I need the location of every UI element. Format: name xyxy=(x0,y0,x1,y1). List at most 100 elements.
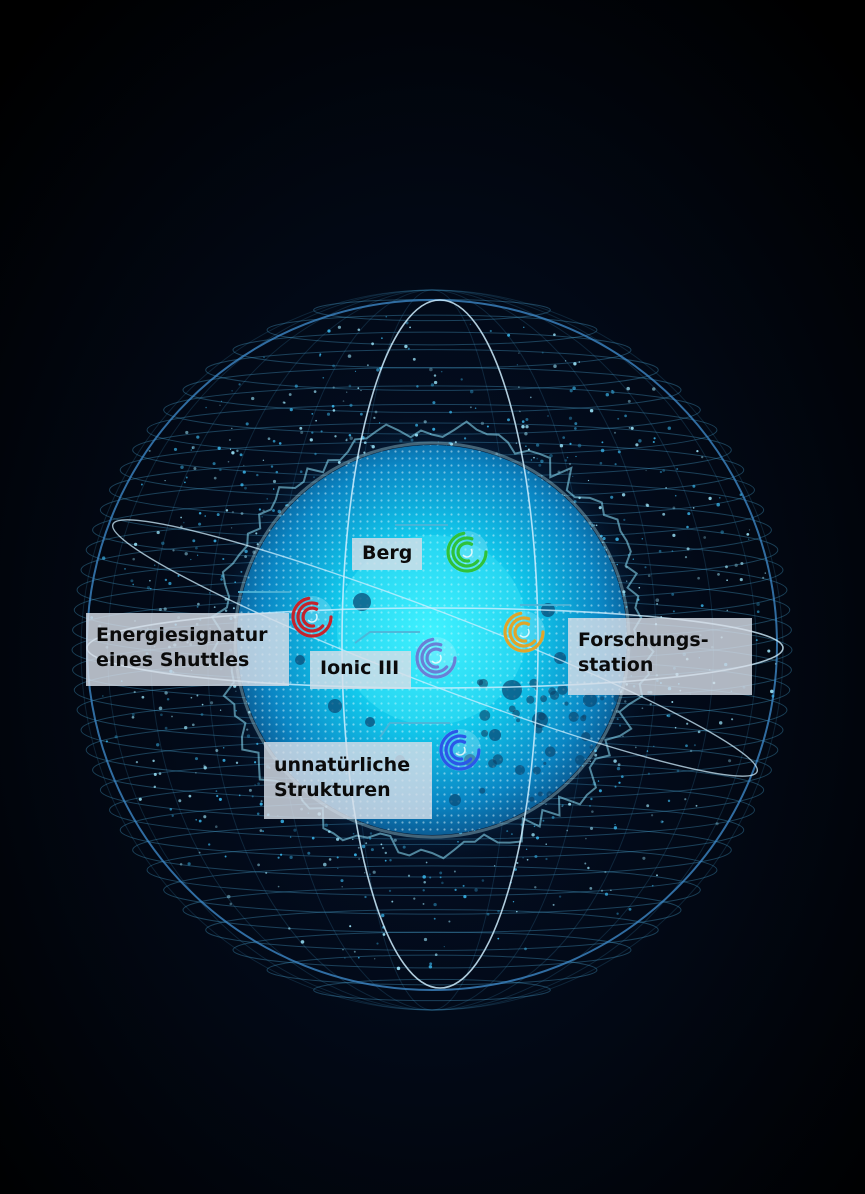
particle xyxy=(220,400,223,402)
particle xyxy=(739,578,743,582)
particle xyxy=(667,799,671,803)
particle xyxy=(314,452,317,456)
particle xyxy=(309,438,313,442)
particle xyxy=(429,962,433,966)
particle xyxy=(632,558,635,560)
particle xyxy=(153,564,156,566)
swirl-marker-icon[interactable] xyxy=(291,596,333,638)
label-ionic-iii[interactable]: Ionic III xyxy=(310,651,411,689)
surface-crater xyxy=(295,655,305,665)
particle xyxy=(610,495,614,499)
particle xyxy=(190,449,193,451)
swirl-marker-icon[interactable] xyxy=(503,611,545,653)
particle xyxy=(602,536,606,541)
particle xyxy=(486,425,489,428)
particle xyxy=(474,888,478,892)
particle xyxy=(568,802,572,806)
particle xyxy=(558,895,562,898)
particle xyxy=(600,448,605,453)
particle xyxy=(341,886,343,888)
particle xyxy=(457,840,459,843)
wireframe-latitude xyxy=(205,349,659,391)
surface-crater xyxy=(489,729,501,741)
particle xyxy=(746,533,750,536)
particle xyxy=(701,455,704,459)
label-forschungsstation[interactable]: Forschungs- station xyxy=(568,618,752,695)
label-berg[interactable]: Berg xyxy=(352,538,422,570)
particle xyxy=(300,940,305,944)
particle xyxy=(258,508,262,511)
particle xyxy=(439,871,443,875)
particle xyxy=(686,722,689,725)
particle xyxy=(602,541,604,544)
particle xyxy=(332,386,335,389)
swirl-marker-icon[interactable] xyxy=(439,729,481,771)
surface-crater xyxy=(600,696,605,701)
particle xyxy=(272,488,275,490)
particle xyxy=(251,795,254,798)
particle xyxy=(589,805,591,807)
particle xyxy=(384,859,387,862)
swirl-marker-icon[interactable] xyxy=(446,531,488,573)
particle xyxy=(655,598,660,602)
particle xyxy=(621,493,626,497)
particle xyxy=(591,810,594,813)
particle xyxy=(523,326,525,328)
particle xyxy=(469,406,472,409)
particle xyxy=(595,524,598,527)
surface-crater xyxy=(479,710,491,721)
wireframe-latitude xyxy=(266,954,598,986)
particle xyxy=(589,887,593,890)
label-unnatuerliche-strukturen[interactable]: unnatürliche Strukturen xyxy=(264,742,432,819)
particle xyxy=(708,496,712,501)
particle xyxy=(141,695,145,699)
particle xyxy=(360,412,363,416)
surface-crater xyxy=(575,755,585,765)
particle xyxy=(169,808,173,811)
particle xyxy=(587,866,590,870)
swirl-marker-icon[interactable] xyxy=(415,637,457,679)
particle xyxy=(332,364,335,368)
particle xyxy=(718,496,721,499)
particle xyxy=(133,542,138,547)
particle xyxy=(495,452,499,456)
particle xyxy=(525,418,529,421)
particle xyxy=(686,547,690,551)
particle xyxy=(156,743,160,747)
particle xyxy=(342,400,345,402)
particle xyxy=(196,554,199,556)
particle xyxy=(161,541,165,546)
wireframe-latitude xyxy=(313,978,551,1002)
particle xyxy=(158,706,163,711)
particle xyxy=(617,450,621,454)
particle xyxy=(429,876,432,879)
label-ionic-iii-text: Ionic III xyxy=(320,657,400,679)
particle xyxy=(540,474,543,477)
particle xyxy=(289,855,293,860)
particle xyxy=(381,337,383,340)
particle xyxy=(474,407,477,409)
particle xyxy=(463,437,467,440)
particle xyxy=(623,518,626,522)
particle xyxy=(660,820,664,824)
particle xyxy=(374,958,376,960)
particle xyxy=(697,730,701,734)
label-energiesignatur[interactable]: Energiesignatur eines Shuttles xyxy=(86,613,289,686)
particle xyxy=(440,370,443,373)
particle xyxy=(184,481,186,484)
particle xyxy=(242,470,246,474)
surface-crater xyxy=(529,796,535,802)
particle xyxy=(622,590,626,594)
particle xyxy=(244,486,247,490)
particle xyxy=(689,749,693,753)
particle xyxy=(613,759,617,763)
particle xyxy=(587,479,590,482)
particle xyxy=(313,476,315,479)
particle xyxy=(593,524,596,526)
particle xyxy=(647,574,651,578)
particle xyxy=(319,353,322,356)
particle xyxy=(656,874,658,877)
particle xyxy=(146,586,151,590)
particle xyxy=(288,927,291,930)
particle xyxy=(348,384,352,388)
